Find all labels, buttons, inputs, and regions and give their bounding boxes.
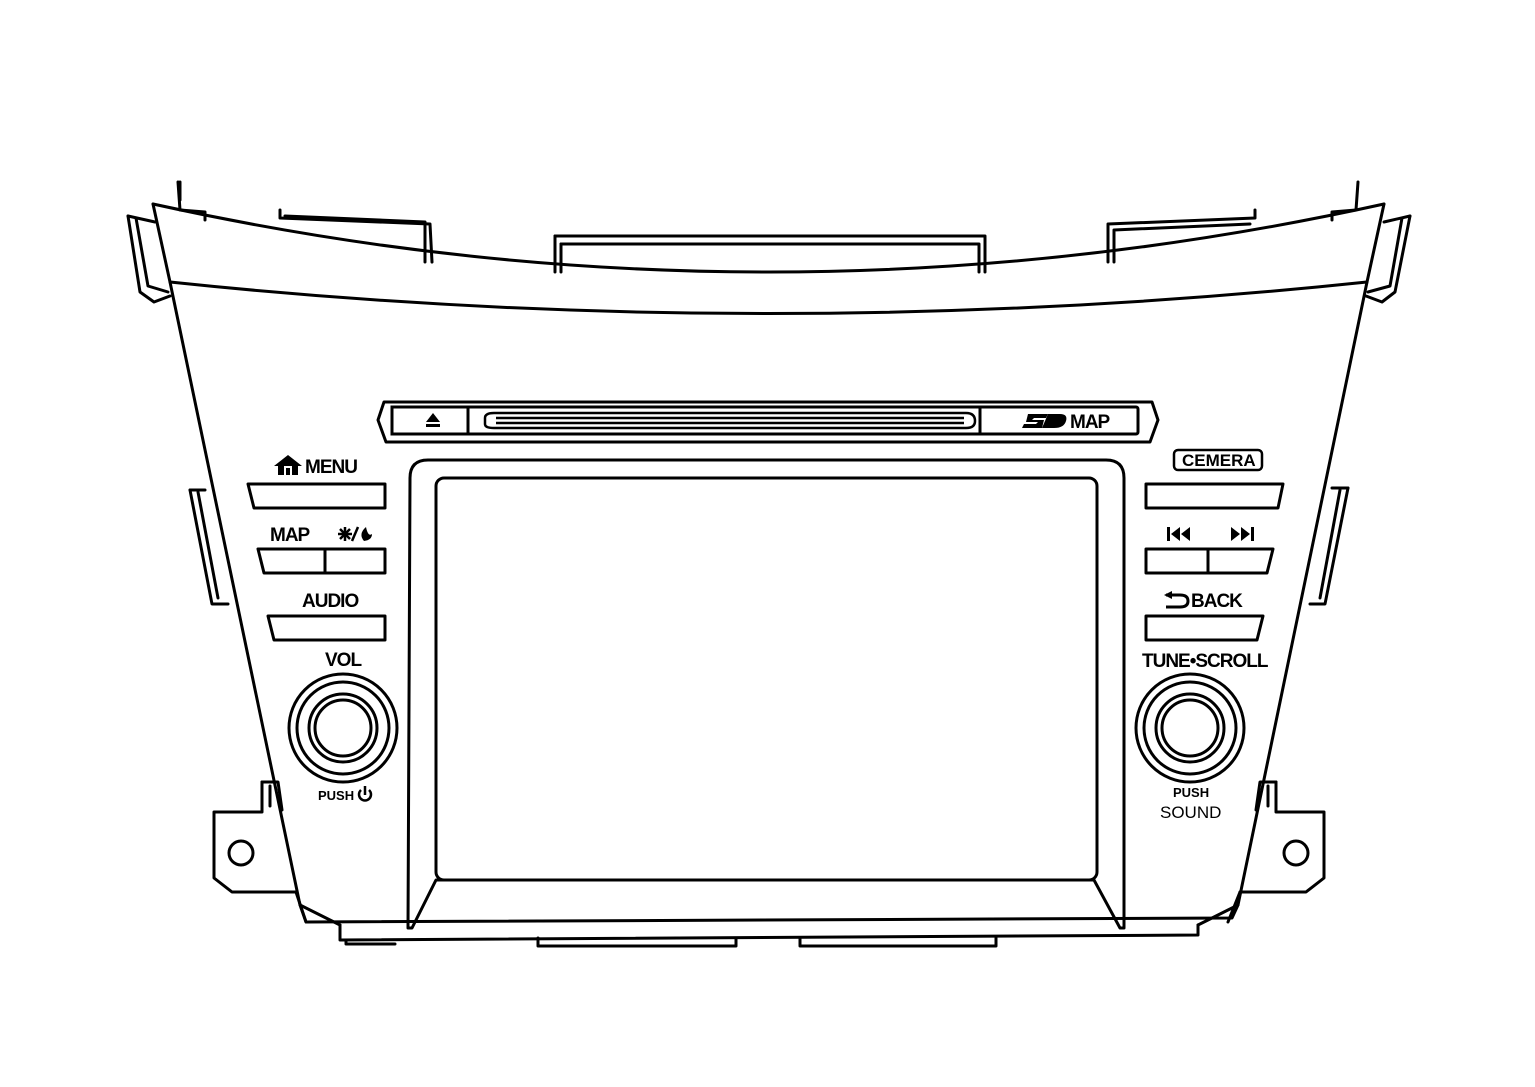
day-night-button[interactable] [323,547,387,575]
touch-screen[interactable] [434,476,1099,882]
camera-label: CEMERA [1182,451,1256,470]
top-mounting-clips [176,180,1360,274]
left-controls: MENU MAP AUDIO VOL PUSH [246,455,399,803]
push-sound-bottom-label: SOUND [1160,803,1221,822]
right-mounting-hole [1282,839,1310,867]
audio-button[interactable] [266,614,387,642]
previous-track-icon [1167,527,1190,541]
eject-button[interactable] [390,405,470,436]
back-label: BACK [1191,591,1243,612]
tune-scroll-knob[interactable] [1134,672,1246,784]
side-clips [126,214,1412,606]
next-track-icon [1231,527,1254,541]
display [406,458,1126,930]
home-icon [274,455,302,475]
previous-track-button[interactable] [1144,547,1210,575]
right-mounting-bracket [1226,780,1326,924]
back-arrow-icon [1164,591,1190,609]
power-icon [357,786,373,802]
left-mounting-hole [227,839,255,867]
eject-icon [426,413,440,427]
sd-card-logo [1022,414,1067,428]
faceplate [151,202,1386,948]
back-button[interactable] [1144,614,1265,642]
push-power-label: PUSH [318,788,354,803]
push-sound-top-label: PUSH [1173,785,1209,800]
audio-label: AUDIO [302,591,358,612]
tune-scroll-label: TUNE•SCROLL [1142,651,1269,672]
left-mounting-bracket [212,780,308,924]
vol-label: VOL [325,650,362,671]
map-label: MAP [270,525,311,546]
media-slot-bar: MAP [376,400,1160,444]
next-track-button[interactable] [1206,547,1275,575]
right-controls: CEMERA BACK TUNE•SCROLL PU [1134,448,1285,822]
volume-knob[interactable] [287,672,399,784]
menu-label: MENU [305,457,357,478]
day-night-icon [338,526,372,542]
camera-button[interactable] [1144,482,1285,510]
sd-map-slot[interactable]: MAP [978,407,1112,434]
disc-slot[interactable] [483,411,977,430]
map-button[interactable] [256,547,327,575]
sd-map-label: MAP [1070,412,1111,433]
menu-button[interactable] [246,482,387,510]
camera-label-box [1172,448,1264,472]
